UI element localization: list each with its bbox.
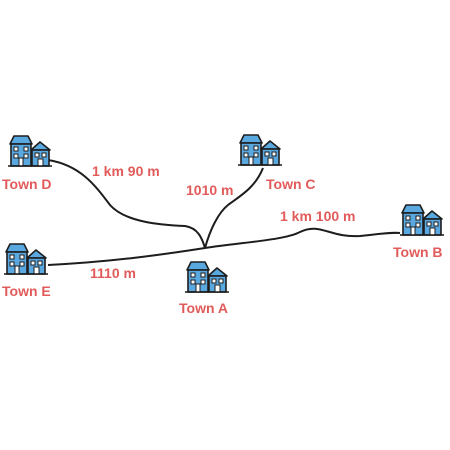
house-icon-town-d: [7, 135, 53, 167]
road-a-c: [204, 167, 264, 249]
house-icon-town-c: [237, 134, 283, 166]
town-d-label: Town D: [2, 176, 52, 192]
distance-a-c-label: 1010 m: [186, 182, 234, 198]
town-e-label: Town E: [2, 283, 51, 299]
town-b-label: Town B: [393, 244, 443, 260]
house-icon-town-b: [399, 204, 445, 236]
town-c-label: Town C: [266, 176, 316, 192]
road-a-e: [47, 247, 206, 266]
road-a-b: [204, 227, 401, 249]
road-a-d: [47, 159, 206, 249]
house-icon-town-a: [184, 261, 230, 293]
distance-a-e-label: 1110 m: [90, 265, 136, 281]
town-a-label: Town A: [179, 300, 228, 316]
distance-a-b-label: 1 km 100 m: [280, 208, 356, 224]
distance-a-d-label: 1 km 90 m: [92, 163, 160, 179]
house-icon-town-e: [3, 243, 49, 275]
